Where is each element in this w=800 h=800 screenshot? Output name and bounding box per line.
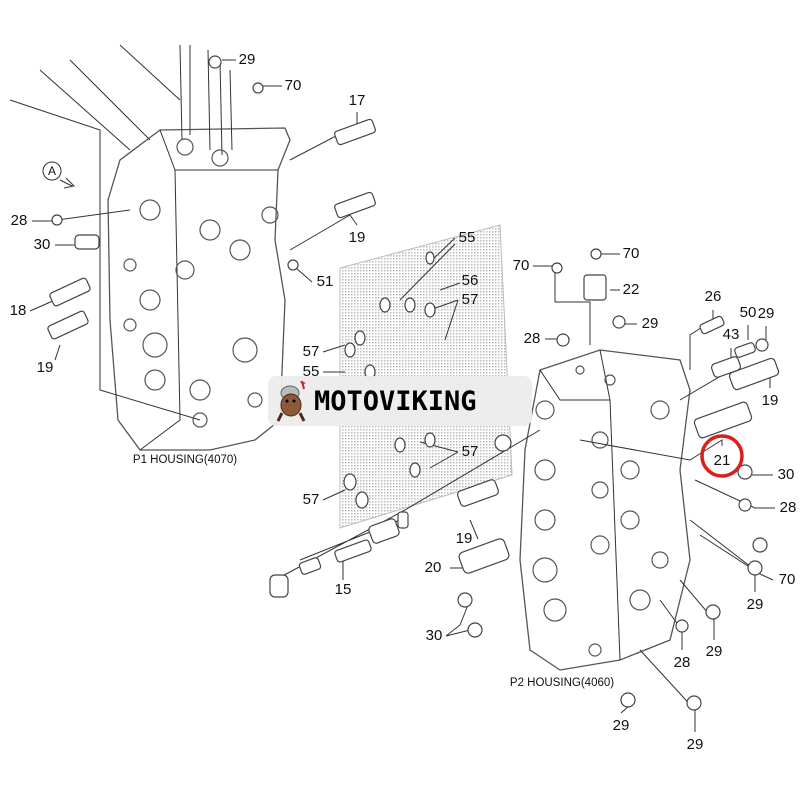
callout-label: 70 (779, 571, 796, 588)
callout-label: 30 (34, 236, 51, 253)
callout-label: 29 (613, 717, 630, 734)
callout-label: 57 (303, 491, 320, 508)
callout-label: 29 (706, 643, 723, 660)
callout-label: 28 (780, 499, 797, 516)
callout-label: 28 (674, 654, 691, 671)
callout-label: 30 (426, 627, 443, 644)
callout-label: 19 (762, 392, 779, 409)
callout-label: 57 (303, 343, 320, 360)
callout-label: 55 (459, 229, 476, 246)
callout-label: 20 (425, 559, 442, 576)
callout-label: 51 (317, 273, 334, 290)
callout-label: 29 (687, 736, 704, 753)
callout-label: 19 (37, 359, 54, 376)
callout-label: 50 (740, 304, 757, 321)
p2-housing-label: P2 HOUSING(4060) (510, 677, 614, 689)
parts (47, 55, 780, 711)
p2-housing (519, 349, 691, 671)
callout-label: 70 (513, 257, 530, 274)
brand-name: MOTOVIKING (314, 385, 477, 417)
callout-label: 28 (524, 330, 541, 347)
callout-label: 18 (10, 302, 27, 319)
brand-watermark: MOTOVIKING (268, 376, 532, 426)
callout-label: 15 (335, 581, 352, 598)
callout-label: 29 (642, 315, 659, 332)
leader-lines (29, 59, 775, 732)
callout-label: 29 (239, 51, 256, 68)
highlight-circle (700, 434, 744, 478)
callout-label: 57 (462, 443, 479, 460)
callout-label: 28 (11, 212, 28, 229)
viking-mascot-icon (276, 380, 306, 422)
callout-label: 19 (456, 530, 473, 547)
svg-text:A: A (48, 164, 56, 178)
callout-label: 56 (462, 272, 479, 289)
callout-label: 55 (303, 363, 320, 380)
callout-label: 19 (349, 229, 366, 246)
callout-label: 30 (778, 466, 795, 483)
callout-label: 17 (349, 92, 366, 109)
p1-housing-label: P1 HOUSING(4070) (133, 454, 237, 466)
callout-label: 26 (705, 288, 722, 305)
callout-label: 29 (747, 596, 764, 613)
callout-label: 22 (623, 281, 640, 298)
callout-label: 43 (723, 326, 740, 343)
callout-label: 70 (285, 77, 302, 94)
callout-label: 21 (714, 452, 731, 469)
p1-housing (9, 44, 291, 451)
callout-labels: 29 70 17 19 28 30 51 18 19 55 56 57 57 5… (10, 51, 797, 753)
callout-label: 70 (623, 245, 640, 262)
callout-label: 57 (462, 291, 479, 308)
callout-label: 29 (758, 305, 775, 322)
view-marker-a: A (42, 161, 76, 189)
